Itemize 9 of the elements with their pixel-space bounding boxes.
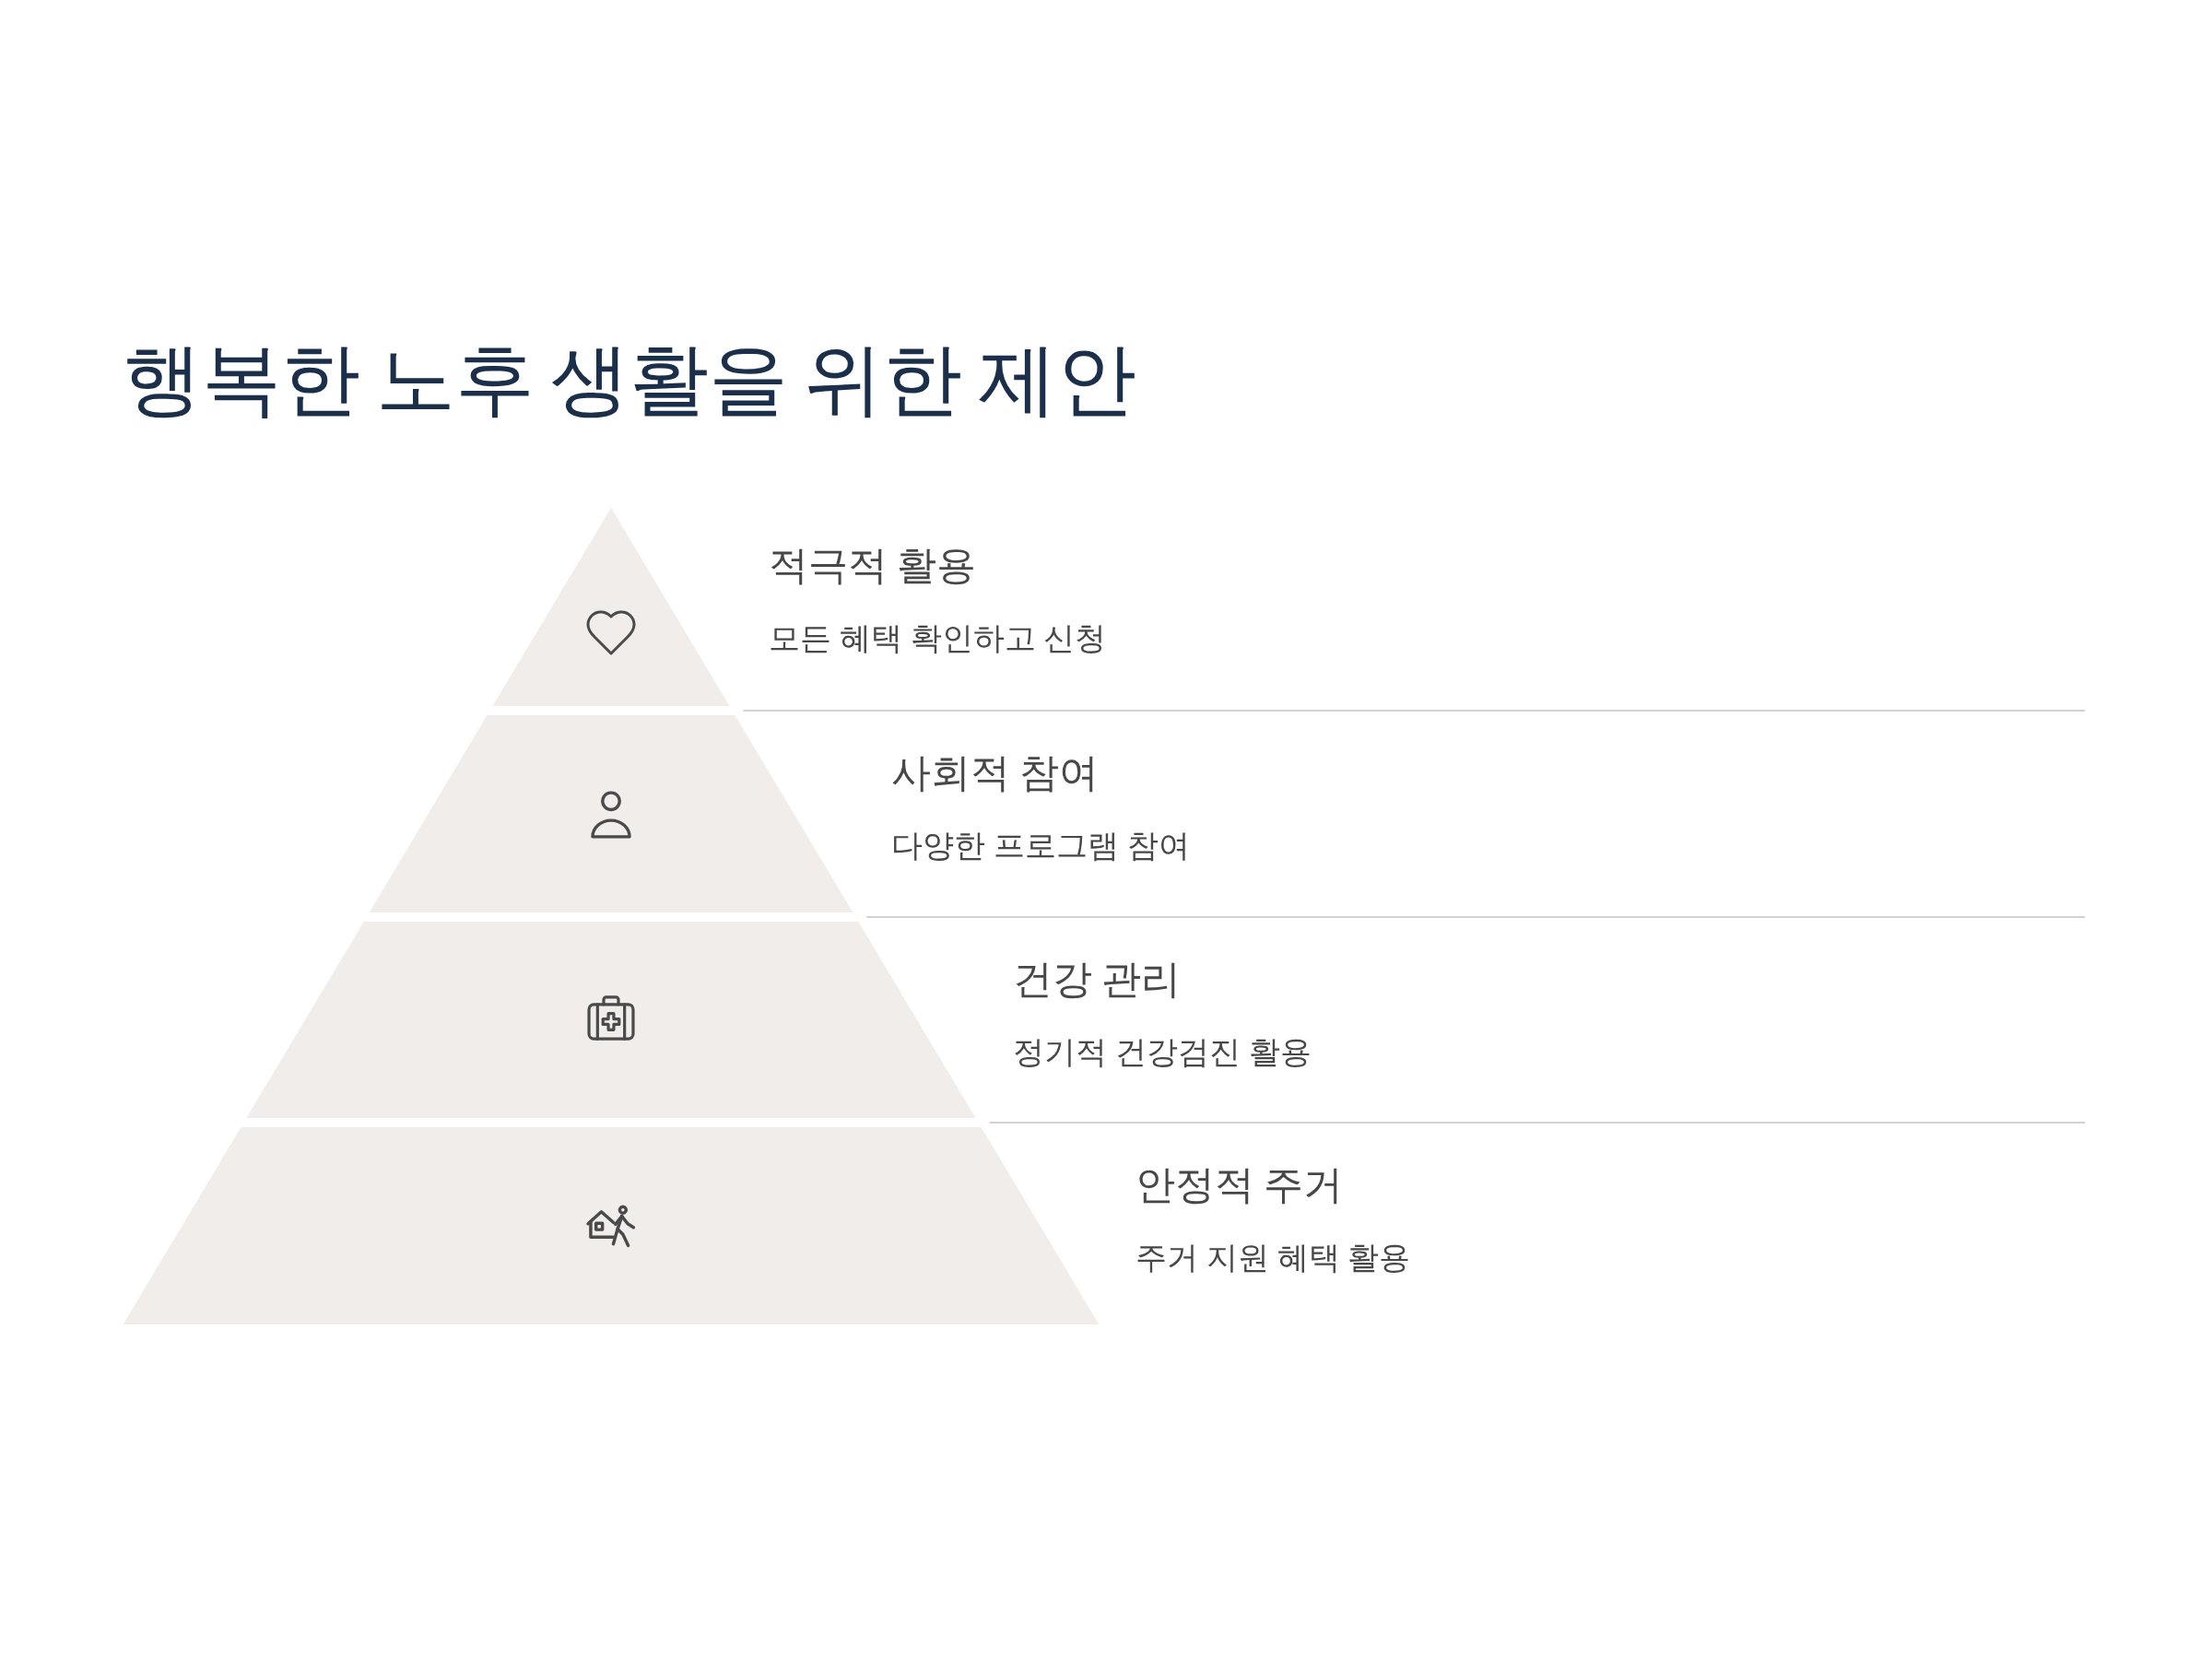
tier-heading: 사회적 참여 xyxy=(891,749,1100,797)
diagram-title: 행복한 노후 생활을 위한 제안 xyxy=(123,332,1137,427)
tier-description: 다양한 프로그램 참여 xyxy=(891,827,1190,865)
tier-description: 정기적 건강검진 활용 xyxy=(1013,1033,1312,1071)
tier-heading: 건강 관리 xyxy=(1013,956,1182,1004)
tier-description: 모든 혜택 확인하고 신청 xyxy=(769,619,1107,657)
tier-heading: 적극적 활용 xyxy=(769,542,977,590)
tier-heading: 안정적 주거 xyxy=(1135,1161,1344,1209)
tier-description: 주거 지원 혜택 활용 xyxy=(1135,1239,1411,1277)
